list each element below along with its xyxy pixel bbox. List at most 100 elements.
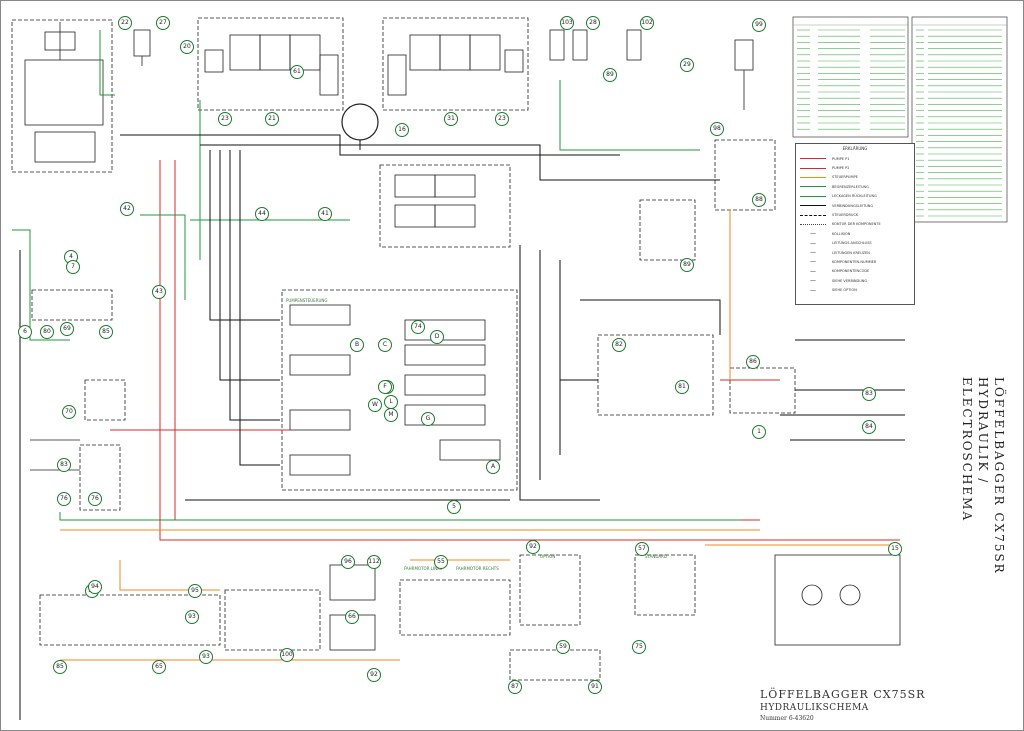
legend-row: STEUERPUMPE [796,173,914,182]
component-number: 91 [588,680,602,694]
component-number: 86 [746,355,760,369]
legend-symbol-icon: — [810,230,816,238]
legend-label: KOMPONENTENCODE [832,269,870,274]
component-number: 95 [188,584,202,598]
component-number: 6 [18,325,32,339]
component-number: 27 [156,16,170,30]
legend-line-swatch [800,214,826,216]
legend-row: PUMPE P1 [796,154,914,163]
legend-symbol-icon: — [810,277,816,285]
legend-label: BEGRENZERLEITUNG [832,184,869,189]
travel-control-block-left [197,17,344,111]
component-number: 5 [447,500,461,514]
legend-row: BEGRENZERLEITUNG [796,182,914,191]
component-number: 92 [367,668,381,682]
function-label: FAHRMOTOR LINKS [404,566,443,571]
component-number: G [421,412,435,426]
component-number: 87 [508,680,522,694]
legend-label: KOLLISION [832,231,851,236]
main-control-valve [281,164,518,491]
legend-line-swatch [800,167,826,169]
component-number: F [378,380,392,394]
component-number: 84 [862,420,876,434]
legend-row: — KOLLISION [796,229,914,238]
legend-row: — KOMPONENTEN-NUMMER [796,257,914,266]
component-table-left [792,16,909,138]
component-number: 65 [152,660,166,674]
legend-label: LEITUNGEN KREUZEN [832,250,870,255]
legend-label: STEUERPUMPE [832,175,858,180]
drawing-title: LÖFFELBAGGER CX75SR [760,688,926,701]
legend-row: STEUERDRUCK [796,210,914,219]
legend-row: —SIEHE OPTION [796,285,914,294]
component-number: 29 [680,58,694,72]
component-number: 89 [680,258,694,272]
legend-label: KOMPONENTEN-NUMMER [832,259,877,264]
table-text-lines [797,29,1002,217]
legend-label: PUMPE P2 [832,166,850,171]
component-number: 44 [255,207,269,221]
component-number: 76 [88,492,102,506]
component-number: 23 [218,112,232,126]
legend-label: KONTUR DER KOMPONENTE [832,222,881,227]
function-label: STANDARD [645,554,668,559]
side-title-line-2: HYDRAULIK / [976,377,990,485]
component-number: 59 [556,640,570,654]
legend-symbol-icon: — [810,249,816,257]
component-number: 69 [60,322,74,336]
component-number: 98 [710,122,724,136]
legend-symbol-icon: — [810,239,816,247]
legend-row: — SIEHE VERBINDUNG [796,276,914,285]
legend-symbol-icon: — [810,267,816,275]
component-number: 93 [185,610,199,624]
legend-row: — LEITUNGEN KREUZEN [796,248,914,257]
component-number: 83 [57,458,71,472]
title-block: LÖFFELBAGGER CX75SR HYDRAULIKSCHEMA Numm… [760,688,1010,722]
component-number: 93 [199,650,213,664]
component-number: 96 [341,555,355,569]
component-number: 102 [640,16,654,30]
component-number: M [384,408,398,422]
legend-label: LEITUNGS ANSCHLUSS [832,241,872,246]
legend-line-swatch [800,223,826,225]
left-side-components [30,289,126,511]
component-number: 43 [152,285,166,299]
component-number: B [350,338,364,352]
component-number: C [378,338,392,352]
component-number: 100 [280,648,294,662]
legend-label: VERBINDUNGSLEITUNG [832,203,874,208]
legend-row: PUMPE P2 [796,163,914,172]
travel-control-block-right [382,17,529,111]
component-number: 81 [675,380,689,394]
side-title-line-3: ELECTROSCHEMA [960,377,974,523]
function-label: FAHRMOTOR RECHTS [456,566,499,571]
legend-row: — LEITUNGS ANSCHLUSS [796,239,914,248]
legend-label: PUMPE P1 [832,156,850,161]
component-number: 74 [411,320,425,334]
legend-line-swatch [800,205,826,207]
component-number: 28 [586,16,600,30]
legend-row: LECKAGEN RÜCKLEITUNG [796,192,914,201]
component-number: 42 [120,202,134,216]
legend-symbol-icon: — [810,258,816,266]
component-number: 41 [318,207,332,221]
component-number: 70 [62,405,76,419]
pump-assembly-block [11,19,113,173]
legend-line-swatch [800,158,826,160]
component-number: 21 [265,112,279,126]
legend-symbol-icon: — [810,286,816,294]
component-number: D [430,330,444,344]
legend-row: — KOMPONENTENCODE [796,267,914,276]
component-number: 80 [40,325,54,339]
component-number: 99 [752,18,766,32]
component-number: L [384,395,398,409]
function-label: OPTION [540,554,556,559]
component-number: 16 [395,123,409,137]
component-number: 66 [345,610,359,624]
component-number: 76 [57,492,71,506]
legend-label: SIEHE VERBINDUNG [832,278,868,283]
legend-line-swatch [800,195,826,197]
component-number: 15 [888,542,902,556]
function-label: PUMPENSTEUERUNG [286,298,328,303]
component-number: 7 [66,260,80,274]
